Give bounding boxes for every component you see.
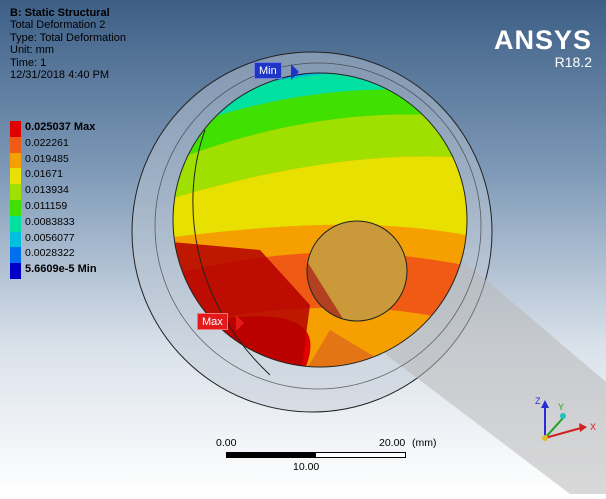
legend-swatch (10, 168, 21, 185)
legend-swatch (10, 184, 21, 200)
legend-swatch (10, 136, 21, 153)
max-probe-pointer (236, 315, 244, 331)
min-probe-text: Min (259, 65, 277, 77)
legend-value: 5.6609e-5 Min (25, 263, 97, 276)
legend-swatch (10, 215, 21, 232)
y-axis-label: Y (558, 402, 564, 412)
legend-swatch (10, 247, 21, 264)
min-probe-pointer (291, 64, 299, 80)
legend-swatch (10, 231, 21, 248)
y-axis-line (544, 417, 564, 439)
result-type: Type: Total Deformation (10, 31, 126, 44)
result-unit: Unit: mm (10, 44, 54, 57)
y-axis-knob (560, 413, 566, 419)
x-axis-label: X (590, 422, 596, 432)
max-probe-text: Max (202, 316, 223, 328)
min-probe-label[interactable]: Min (254, 62, 299, 80)
legend-value: 0.022261 (25, 136, 69, 149)
hole-outline (306, 220, 408, 322)
logo-brand: ANSYS (493, 25, 592, 55)
logo-version: R18.2 (554, 54, 592, 70)
result-time: Time: 1 (10, 56, 47, 69)
x-axis-arrow (579, 423, 587, 432)
scale-mid-label: 10.00 (293, 461, 320, 473)
scale-bar: 0.00 20.00 (mm) 10.00 (216, 437, 437, 477)
legend-value: 0.0056077 (25, 231, 75, 244)
system-title: B: Static Structural (10, 7, 110, 19)
triad-origin (542, 435, 548, 441)
legend-value: 0.011159 (25, 199, 68, 212)
sphere-outline (172, 72, 468, 368)
max-probe-label[interactable]: Max (197, 313, 244, 331)
shaft-hole (307, 221, 407, 321)
z-axis-label: Z (535, 396, 541, 406)
legend-swatch (10, 263, 21, 279)
inner-edge-line (192, 129, 271, 376)
legend-swatch (10, 121, 21, 137)
legend-value: 0.0083833 (25, 215, 75, 228)
legend-value: 0.019485 (25, 152, 69, 165)
axis-triad[interactable]: Z Y X (525, 392, 601, 452)
legend-swatch (10, 199, 21, 216)
legend-value: 0.025037 Max (25, 121, 96, 133)
result-timestamp: 12/31/2018 4:40 PM (10, 69, 110, 82)
scale-right-label: 20.00 (379, 437, 406, 449)
inner-ring-edge (154, 62, 482, 390)
scale-left-label: 0.00 (216, 437, 237, 449)
result-header: B: Static Structural Total Deformation 2… (10, 7, 126, 81)
ansys-logo: ANSYS R18.2 (494, 26, 592, 70)
legend-value: 0.01671 (25, 168, 63, 181)
x-axis-line (544, 427, 582, 439)
scale-unit-label: (mm) (412, 437, 437, 449)
result-name: Total Deformation 2 (10, 19, 106, 32)
scale-bar-track (226, 452, 406, 458)
legend-value: 0.0028322 (25, 247, 75, 260)
z-axis-arrow (541, 400, 549, 408)
scale-bar-fill (227, 453, 316, 457)
legend-value: 0.013934 (25, 184, 69, 197)
legend-swatch (10, 152, 21, 169)
